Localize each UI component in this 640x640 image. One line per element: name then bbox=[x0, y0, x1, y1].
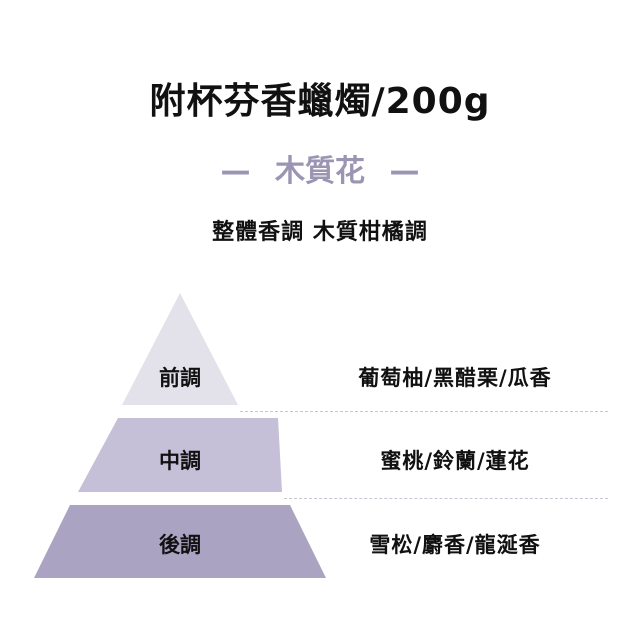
product-title: 附杯芬香蠟燭/200g bbox=[149, 81, 491, 122]
pyramid-tier-top bbox=[122, 293, 238, 405]
pyramid-tier-middle bbox=[78, 418, 282, 492]
fragrance-family: — 木質花 — bbox=[0, 146, 640, 190]
subtitle-text: 木質花 bbox=[275, 154, 365, 189]
tier-notes-top: 葡萄柚/黑醋栗/瓜香 bbox=[358, 366, 552, 390]
subtitle-dash-right: — bbox=[389, 154, 420, 189]
tier-label-bottom: 後調 bbox=[159, 533, 201, 557]
subtitle-dash-left: — bbox=[220, 154, 251, 189]
tier-notes-middle: 蜜桃/鈴蘭/蓮花 bbox=[380, 449, 530, 473]
divider-top bbox=[240, 411, 608, 412]
tier-notes-bottom: 雪松/麝香/龍涎香 bbox=[369, 533, 541, 557]
overall-scent-profile: 整體香調 木質柑橘調 bbox=[212, 220, 428, 245]
divider-middle bbox=[284, 498, 608, 499]
tier-label-middle: 中調 bbox=[159, 449, 201, 473]
pyramid-tier-bottom bbox=[34, 505, 326, 578]
tier-label-top: 前調 bbox=[159, 366, 201, 390]
